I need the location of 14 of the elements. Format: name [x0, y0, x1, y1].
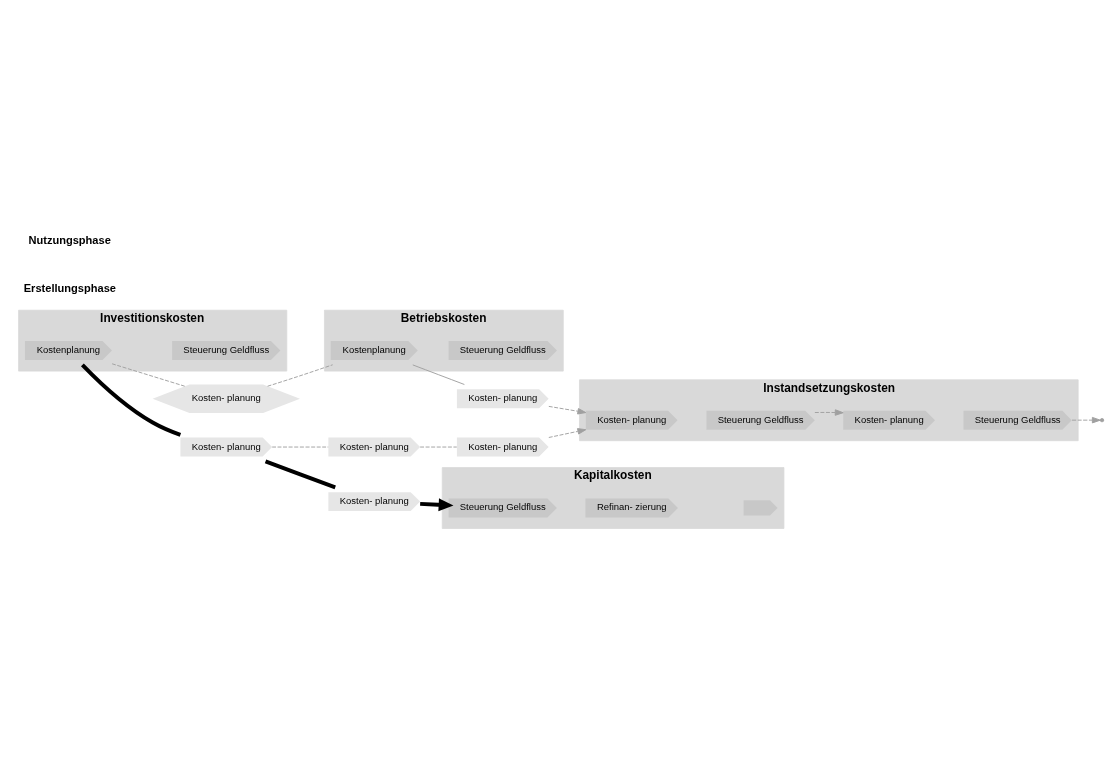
arrow	[548, 405, 587, 415]
arrow	[814, 409, 844, 416]
connector	[412, 364, 465, 385]
arrow	[548, 428, 587, 438]
connector	[80, 363, 182, 437]
arrow	[420, 498, 454, 512]
label: Erstellungsphase	[23, 281, 116, 294]
connector	[264, 459, 336, 490]
connector	[111, 363, 186, 387]
label: Nutzungsphase	[28, 233, 111, 246]
connector	[271, 446, 329, 448]
arrow	[1071, 416, 1101, 424]
connector	[419, 446, 458, 448]
connector	[267, 364, 334, 387]
